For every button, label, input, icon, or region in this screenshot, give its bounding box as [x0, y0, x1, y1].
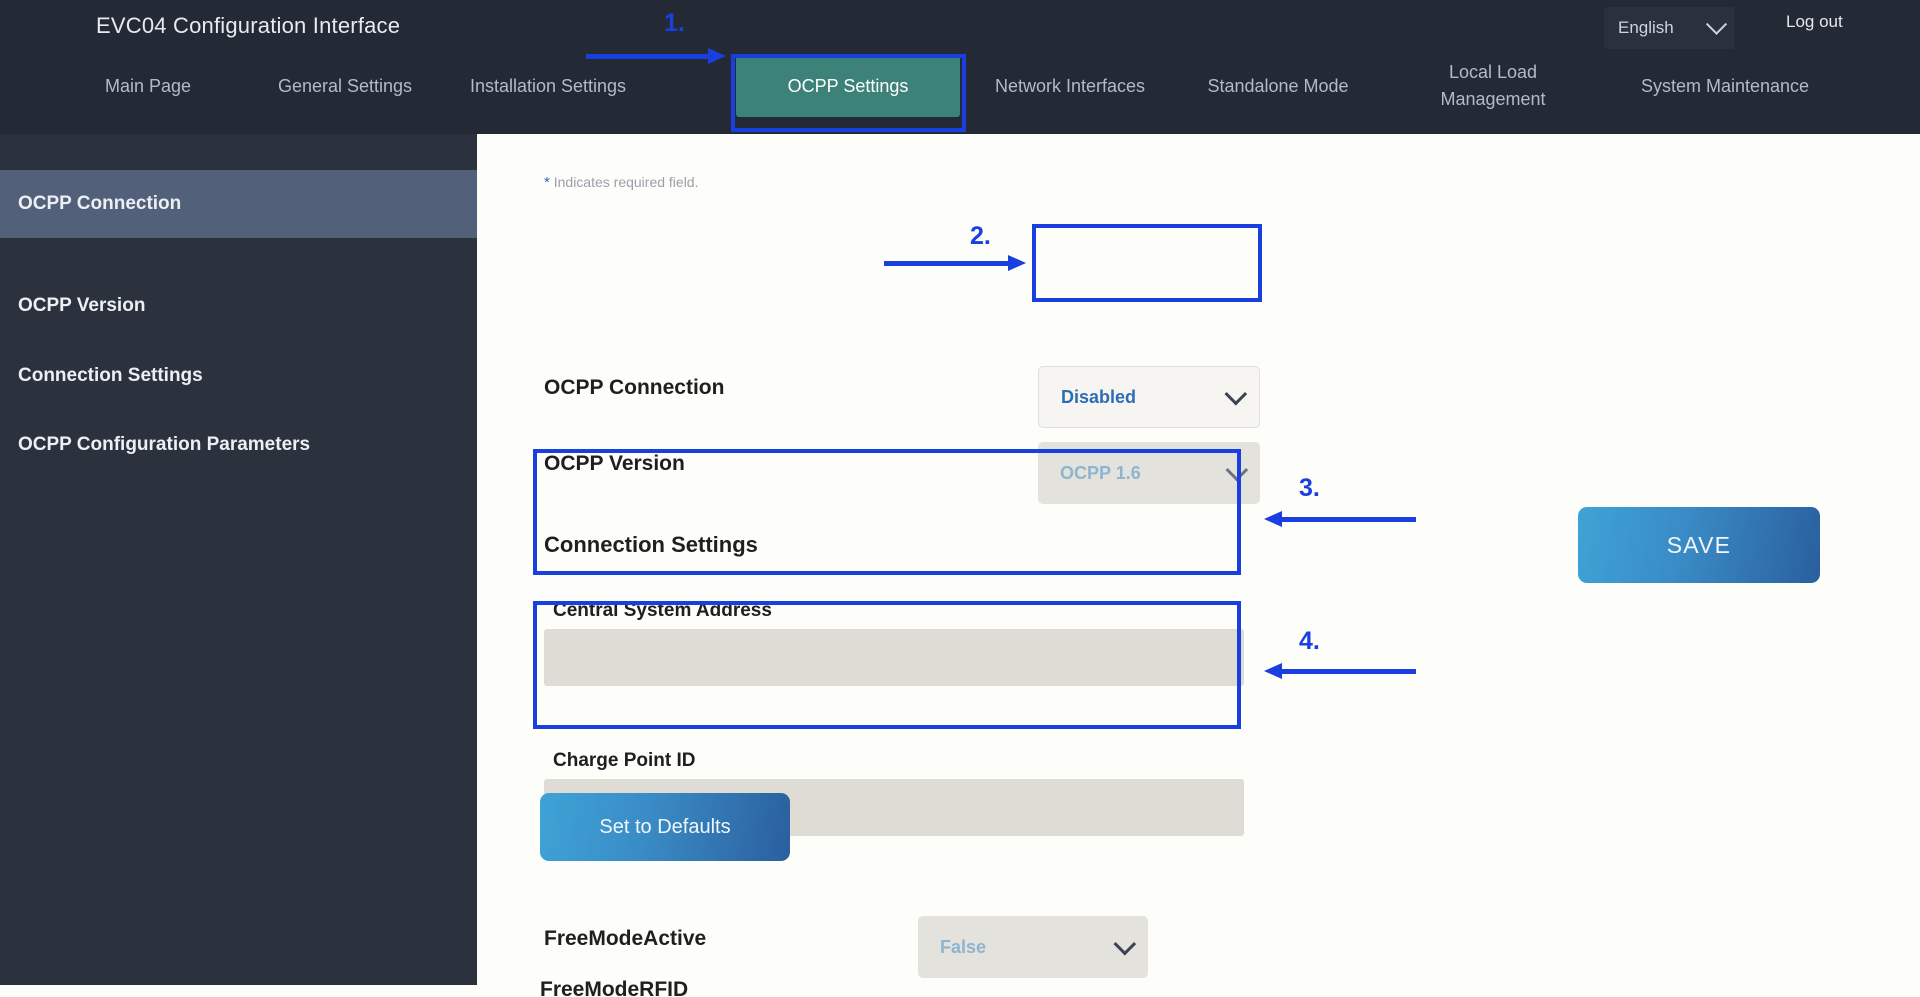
ocpp-connection-value: Disabled — [1061, 386, 1137, 407]
free-mode-active-value: False — [940, 936, 987, 957]
required-asterisk: * — [544, 174, 550, 191]
sidebar-item-ocpp-connection[interactable]: OCPP Connection — [0, 170, 477, 238]
nav-item-local-load-management[interactable]: Local Load Management — [1440, 62, 1546, 109]
sidebar-item-ocpp-configuration-parameters[interactable]: OCPP Configuration Parameters — [18, 434, 311, 455]
annotation-arrow-3 — [1264, 511, 1416, 527]
sidebar-item-ocpp-version[interactable]: OCPP Version — [18, 295, 146, 316]
annotation-arrow-1 — [586, 48, 726, 64]
nav-item-general-settings[interactable]: General Settings — [277, 75, 413, 96]
ocpp-version-label: OCPP Version — [544, 452, 685, 475]
language-select[interactable]: English — [1604, 7, 1734, 49]
chevron-down-icon — [1705, 13, 1728, 35]
ocpp-version-dropdown[interactable]: OCPP 1.6 — [1038, 442, 1260, 504]
free-mode-active-dropdown[interactable]: False — [918, 916, 1148, 978]
app-title: EVC04 Configuration Interface — [96, 13, 401, 38]
annotation-number-1: 1. — [664, 9, 685, 37]
central-system-address-input[interactable] — [544, 629, 1244, 686]
ocpp-connection-label: OCPP Connection — [544, 376, 725, 399]
central-system-address-label: Central System Address — [553, 600, 772, 621]
nav-item-ocpp-settings[interactable]: OCPP Settings — [736, 55, 960, 117]
annotation-number-4: 4. — [1299, 627, 1320, 655]
nav-item-standalone-mode[interactable]: Standalone Mode — [1207, 75, 1349, 96]
chevron-down-icon — [1113, 932, 1137, 956]
annotation-number-2: 2. — [970, 222, 991, 250]
free-mode-rfid-label-clipped: FreeModeRFID — [540, 978, 689, 997]
logout-button[interactable]: Log out — [1786, 12, 1843, 31]
sidebar-item-connection-settings[interactable]: Connection Settings — [18, 365, 203, 386]
connection-settings-heading: Connection Settings — [544, 532, 758, 557]
ocpp-version-value: OCPP 1.6 — [1060, 462, 1141, 483]
top-header-bar: EVC04 Configuration Interface English Lo… — [0, 0, 1920, 134]
annotation-arrow-2 — [884, 255, 1026, 271]
annotation-arrow-4 — [1264, 663, 1416, 679]
required-field-text: Indicates required field. — [553, 174, 699, 190]
save-button[interactable]: SAVE — [1578, 507, 1820, 583]
annotation-number-3: 3. — [1299, 474, 1320, 502]
nav-item-installation-settings[interactable]: Installation Settings — [469, 75, 627, 96]
chevron-down-icon — [1224, 382, 1248, 406]
language-select-value: English — [1618, 18, 1674, 37]
main-nav: Main Page General Settings Installation … — [0, 55, 1920, 134]
set-to-defaults-button[interactable]: Set to Defaults — [540, 793, 790, 861]
nav-item-system-maintenance[interactable]: System Maintenance — [1640, 75, 1810, 96]
required-field-note: * Indicates required field. — [544, 174, 699, 191]
sidebar: OCPP Connection OCPP Version Connection … — [0, 134, 477, 985]
ocpp-connection-dropdown[interactable]: Disabled — [1038, 366, 1260, 428]
free-mode-active-label: FreeModeActive — [544, 927, 707, 950]
nav-item-network-interfaces[interactable]: Network Interfaces — [994, 75, 1146, 96]
nav-item-main-page[interactable]: Main Page — [104, 75, 192, 96]
charge-point-id-label: Charge Point ID — [553, 750, 696, 771]
central-system-address-group: Central System Address — [544, 600, 1244, 686]
chevron-down-icon — [1225, 458, 1249, 482]
